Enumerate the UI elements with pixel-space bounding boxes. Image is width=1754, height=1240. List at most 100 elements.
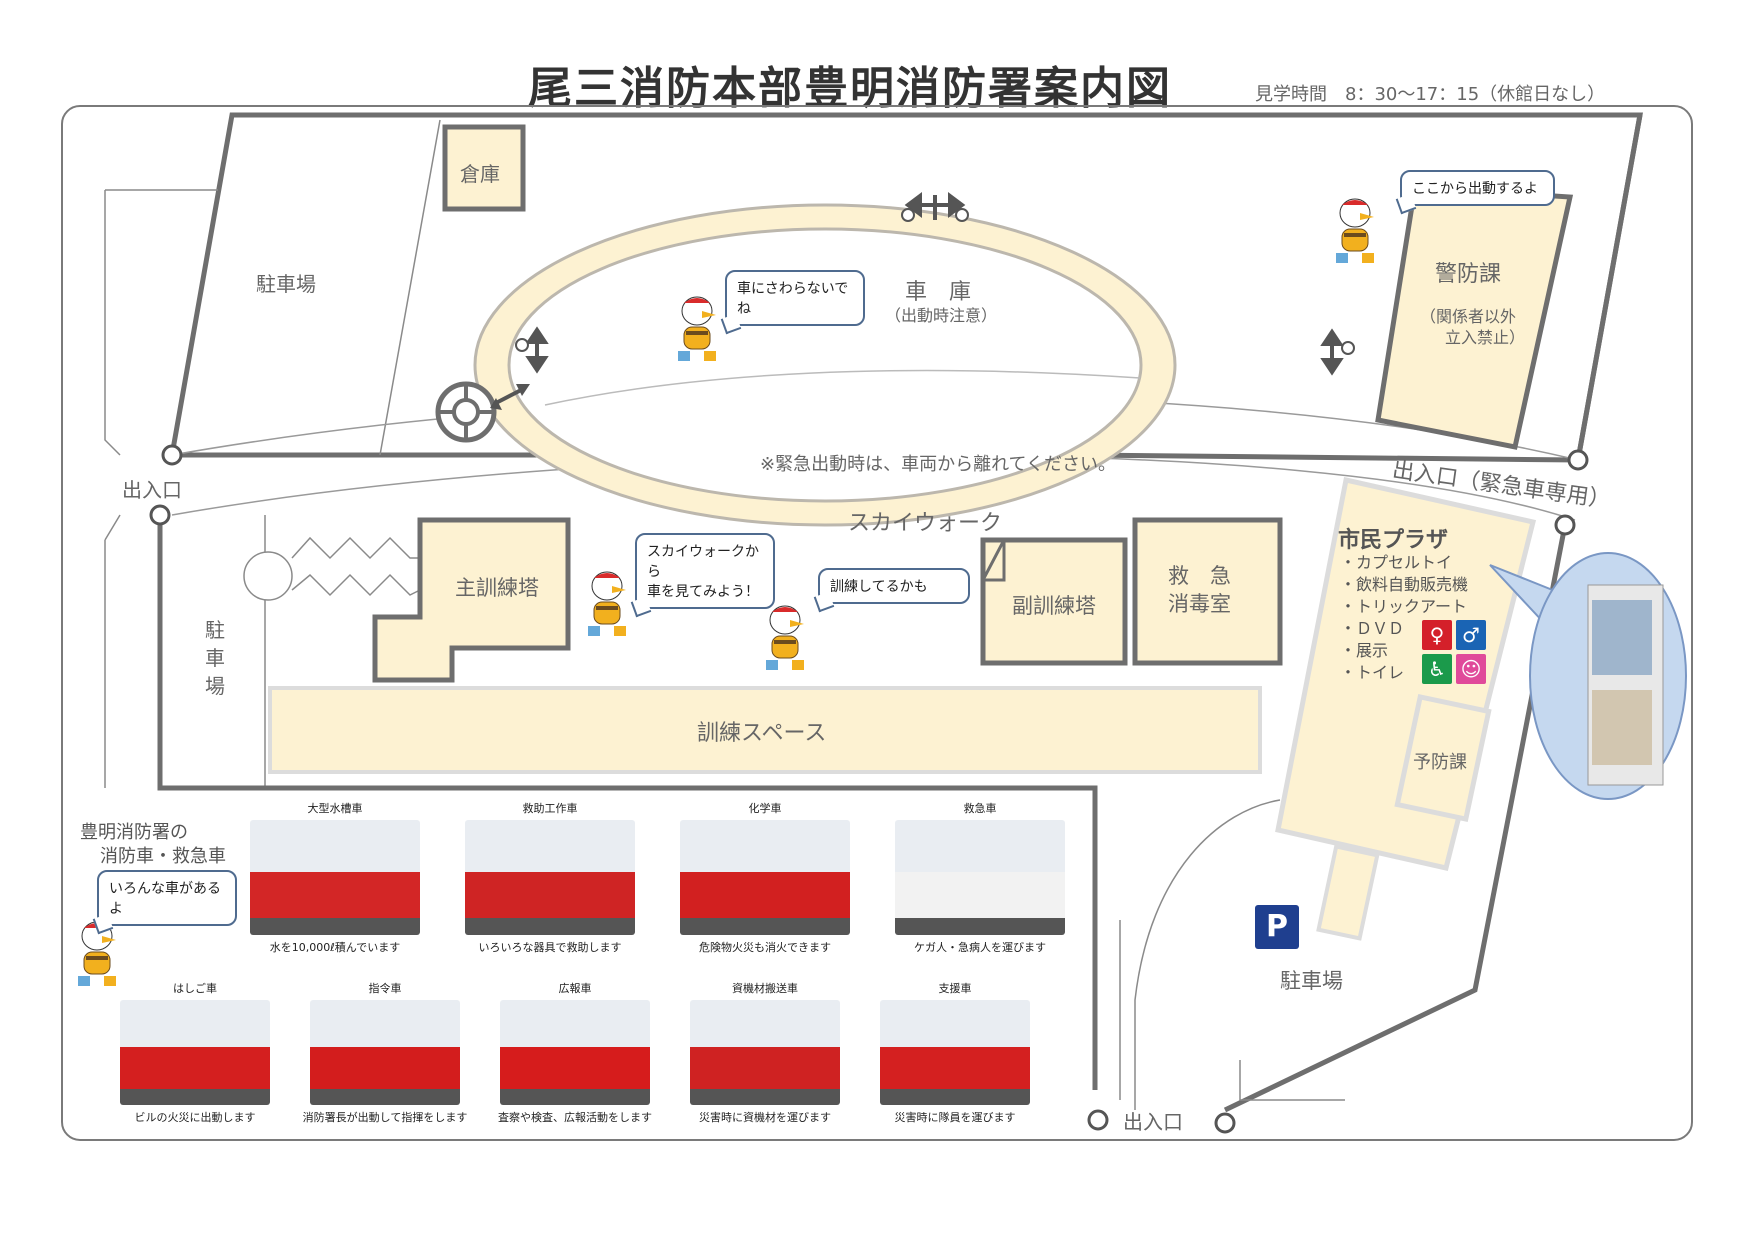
vehicle-description: 災害時に資機材を運びます — [699, 1111, 831, 1124]
vehicle-card: 化学車危険物火災も消火できます — [670, 800, 860, 955]
vehicle-description: ケガ人・急病人を運びます — [914, 941, 1046, 954]
visiting-hours: 見学時間 8：30〜17：15（休館日なし） — [1255, 84, 1606, 105]
plaza-title: 市民プラザ — [1338, 528, 1449, 553]
garage-road-line — [544, 369, 1141, 406]
gate-left-bottom — [149, 504, 171, 526]
vehicle-description: いろいろな器具で救助します — [478, 941, 622, 954]
gate-bottom-right — [1214, 1112, 1236, 1134]
vehicle-description: 査察や検査、広報活動をします — [498, 1111, 652, 1124]
vehicle-name: はしご車 — [173, 982, 217, 995]
bubble-skywalk-text-1: スカイウォークから — [647, 544, 759, 580]
bubble-dont-touch: 車にさわらないでね — [725, 270, 865, 326]
bubble-training-text: 訓練してるかも — [830, 579, 928, 595]
parking-top-left-lines — [104, 119, 441, 456]
vehicle-description: 危険物火災も消火できます — [699, 941, 831, 954]
plaza-item: ・飲料自動販売機 — [1340, 575, 1469, 594]
vehicle-description: ビルの火災に出動します — [134, 1111, 256, 1124]
garage-floor — [507, 227, 1143, 503]
vehicles-row-2: はしご車ビルの火災に出動します 指令車消防署長が出動して指揮をします 広報車査察や検… — [110, 980, 1090, 1130]
vehicles-heading-1: 豊明消防署の — [80, 822, 188, 843]
vehicle-name: 救急車 — [963, 802, 997, 815]
vehicle-photo — [250, 820, 420, 935]
main-tower-label: 主訓練塔 — [455, 576, 539, 600]
vehicle-card: 大型水槽車水を10,000ℓ積んでいます — [240, 800, 430, 955]
disinfection-label-2: 消毒室 — [1168, 592, 1231, 616]
garage-note: （出動時注意） — [885, 306, 998, 325]
mascot-garage — [672, 293, 722, 369]
gate-emergency-bottom — [1554, 514, 1576, 536]
restroom-female-icon: ♀ — [1422, 620, 1452, 650]
vehicles-heading-2: 消防車・救急車 — [100, 846, 226, 867]
mascot-security — [1330, 195, 1380, 271]
site-boundary-top — [169, 112, 1643, 463]
security-note-2: 立入禁止） — [1445, 328, 1526, 347]
sub-tower-label: 副訓練塔 — [1012, 594, 1096, 618]
parking-sign: P — [1255, 905, 1299, 949]
entrance-bottom-label: 出入口 — [1123, 1110, 1183, 1134]
bubble-dont-touch-text: 車にさわらないでね — [737, 281, 849, 317]
main-tower-building — [372, 517, 571, 683]
vehicle-photo — [120, 1000, 270, 1105]
gate-emergency-top — [1567, 449, 1589, 471]
zigzag-net-1 — [291, 536, 420, 560]
plaza-item: ・トイレ — [1340, 663, 1405, 682]
vehicle-photo — [500, 1000, 650, 1105]
plaza-facility-list: ・カプセルトイ・飲料自動販売機・トリックアート・ＤＶＤ・展示・トイレ — [1340, 552, 1510, 684]
vehicle-card: 救急車ケガ人・急病人を運びます — [885, 800, 1075, 955]
baby-changing-icon: ☺ — [1456, 654, 1486, 684]
vehicle-description: 水を10,000ℓ積んでいます — [269, 941, 401, 954]
plaza-item: ・トリックアート — [1340, 597, 1468, 616]
entrance-left-label: 出入口 — [122, 478, 182, 502]
arrow-right — [1320, 328, 1344, 376]
vehicle-name: 指令車 — [368, 982, 402, 995]
arrow-left — [525, 326, 549, 374]
vehicle-photo — [310, 1000, 460, 1105]
parking-left-label-1: 駐 — [205, 618, 225, 642]
warehouse-building — [442, 124, 526, 212]
bubble-skywalk-text-2: 車を見てみよう！ — [647, 584, 759, 600]
garage-label: 車 庫 — [905, 280, 972, 305]
plaza-item: ・展示 — [1340, 641, 1389, 660]
warehouse-label: 倉庫 — [460, 162, 500, 186]
bubble-skywalk: スカイウォークから車を見てみよう！ — [635, 533, 775, 609]
bubble-various-text: いろんな車があるよ — [109, 881, 221, 917]
disinfection-building — [1132, 517, 1283, 666]
turntable-icon — [435, 381, 530, 443]
mascot-vehicles — [72, 918, 122, 994]
vehicle-photo — [465, 820, 635, 935]
vehicle-card: 救助工作車いろいろな器具で救助します — [455, 800, 645, 955]
vehicle-name: 大型水槽車 — [307, 802, 363, 815]
vehicle-card: 広報車査察や検査、広報活動をします — [490, 980, 660, 1125]
vehicle-card: はしご車ビルの火災に出動します — [110, 980, 280, 1125]
vehicle-name: 救助工作車 — [522, 802, 578, 815]
plaza-corridor — [1316, 844, 1380, 941]
vehicle-photo — [880, 1000, 1030, 1105]
vehicle-photo — [690, 1000, 840, 1105]
skywalk-label: スカイウォーク — [848, 511, 1003, 536]
map-frame — [61, 105, 1693, 1141]
arrow-top-node-r — [955, 208, 969, 222]
training-space-area — [268, 686, 1262, 774]
vehicle-photo — [680, 820, 850, 935]
bubble-dispatch-text: ここから出動するよ — [1412, 181, 1538, 197]
sub-tower-step — [980, 539, 1006, 582]
vehicle-name: 広報車 — [558, 982, 592, 995]
wheelchair-icon: ♿ — [1422, 654, 1452, 684]
prevention-section-label: 予防課 — [1413, 752, 1467, 773]
vehicle-card: 資機材搬送車災害時に資機材を運びます — [680, 980, 850, 1125]
restroom-male-icon: ♂ — [1456, 620, 1486, 650]
bubble-various: いろんな車があるよ — [97, 870, 237, 926]
vehicle-name: 資機材搬送車 — [732, 982, 798, 995]
arrow-top — [904, 192, 966, 220]
vehicle-description: 消防署長が出動して指揮をします — [302, 1111, 468, 1124]
parking-left-label-2: 車 — [205, 646, 225, 670]
gate-bottom-left — [1087, 1109, 1109, 1131]
security-note-1: （関係者以外 — [1420, 307, 1517, 326]
bubble-dispatch: ここから出動するよ — [1400, 170, 1555, 206]
mascot-main-tower — [582, 568, 632, 644]
vehicle-card: 支援車災害時に隊員を運びます — [870, 980, 1040, 1125]
emergency-note: ※緊急出動時は、車両から離れてください。 — [760, 454, 1116, 475]
parking-p-icon: P — [1266, 909, 1288, 944]
vehicle-name: 化学車 — [748, 802, 782, 815]
